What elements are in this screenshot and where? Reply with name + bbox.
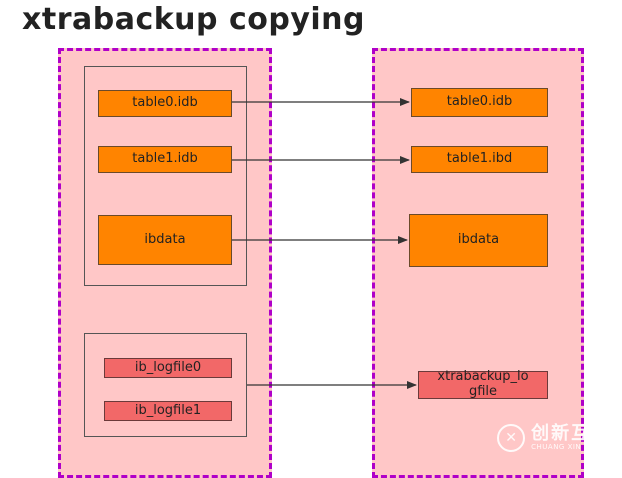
copy-arrows <box>232 98 417 389</box>
source-file-ibdata: ibdata <box>98 215 232 265</box>
target-log-xtrabackup-logfile: xtrabackup_lo gfile <box>418 369 548 399</box>
source-file-table1: table1.idb <box>98 146 232 173</box>
source-file-table0: table0.idb <box>98 90 232 117</box>
watermark-logo-icon: ✕ <box>497 424 526 452</box>
target-file-table1: table1.ibd <box>411 146 548 173</box>
source-logfiles-group <box>84 333 247 437</box>
source-log-ib-logfile0: ib_logfile0 <box>104 358 232 378</box>
diagram-title: xtrabackup copying <box>22 2 365 37</box>
target-file-table0: table0.idb <box>411 88 548 117</box>
target-log-label: xtrabackup_lo gfile <box>437 369 529 399</box>
watermark-en-text: CHUANG XIN HU LIAN <box>531 442 616 451</box>
watermark-cn-text: 创新互联 <box>531 422 612 444</box>
target-file-ibdata: ibdata <box>409 214 548 267</box>
source-datafiles-group <box>84 66 247 286</box>
source-log-ib-logfile1: ib_logfile1 <box>104 401 232 421</box>
watermark: ✕ 创新互联 CHUANG XIN HU LIAN <box>497 424 616 452</box>
